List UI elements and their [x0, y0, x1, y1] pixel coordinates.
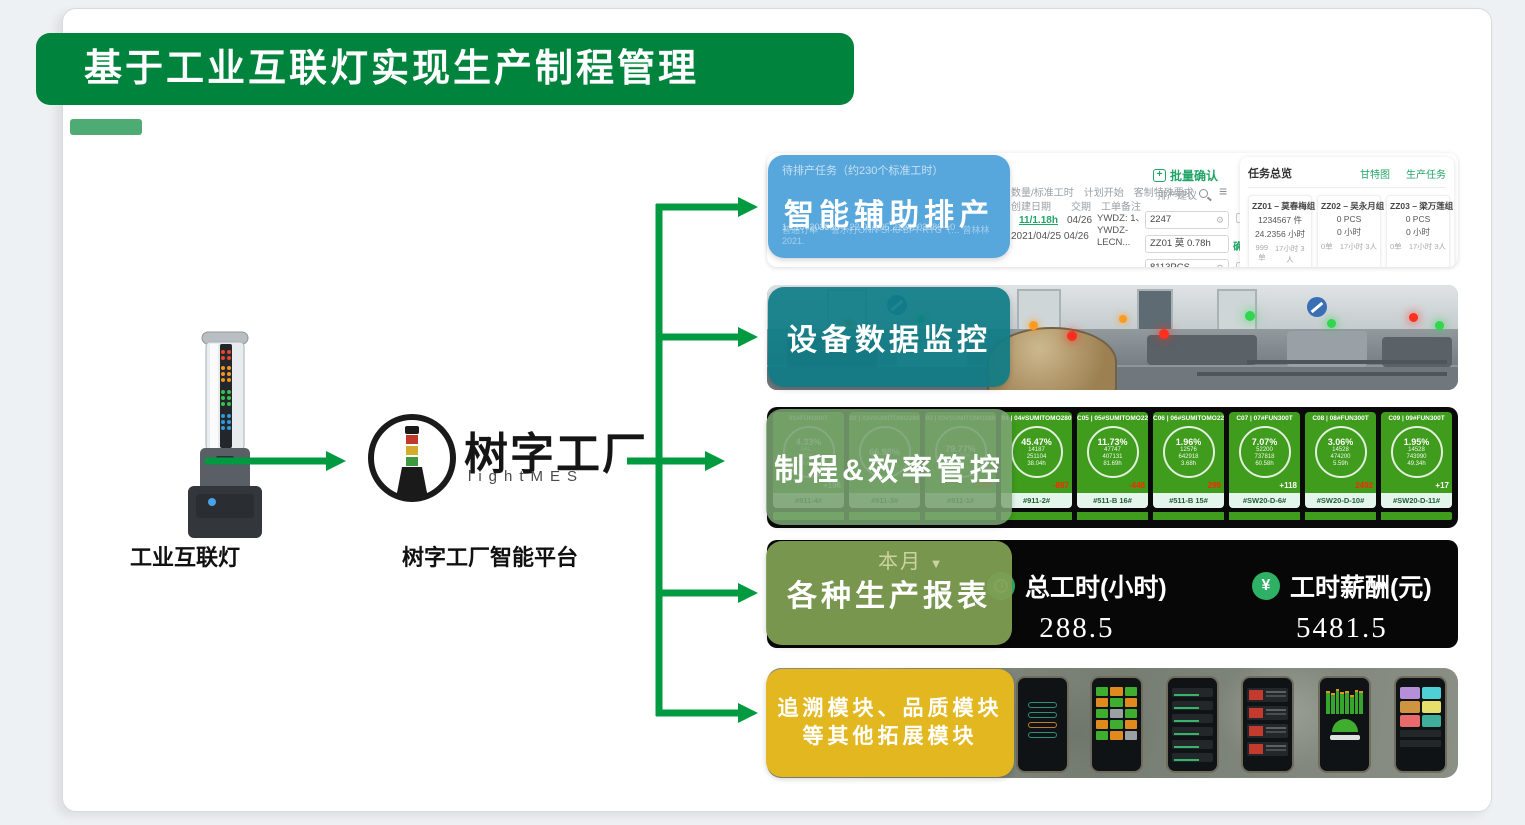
industrial-light-tower-icon [188, 331, 262, 538]
special-requirement: YWDZ: 1、打YWDZ- LECN... [1097, 213, 1155, 248]
lightmes-logo-icon [368, 414, 456, 502]
gear-icon[interactable]: ⚙ [1215, 215, 1224, 225]
yen-icon: ¥ [1252, 572, 1280, 600]
pending-tasks-header: 待排产任务（约230个标准工时） [782, 165, 944, 177]
label-smart-scheduling: 待排产任务（约230个标准工时） 智能辅助排产 1 2104203886 1.2… [768, 155, 1010, 258]
tower-label: 工业互联灯 [129, 545, 240, 570]
safety-sign [1307, 297, 1327, 317]
wage-value: 5481.5 [1295, 612, 1388, 644]
phone-stats-screen [1394, 676, 1447, 773]
label-extension-modules: 追溯模块、品质模块 等其他拓展模块 [766, 669, 1014, 777]
phone-task-list-screen [1166, 676, 1219, 773]
batch-confirm-button[interactable]: + 批量确认 [1152, 167, 1218, 184]
wage-metric: ¥ 工时薪酬(元) 5481.5 [1252, 568, 1432, 645]
label-equipment-monitoring: 设备数据监控 [768, 287, 1010, 387]
period-dropdown[interactable]: 本月 ▼ [878, 551, 945, 573]
search-icon[interactable] [1199, 189, 1208, 198]
gear-icon[interactable]: ⚙ [1216, 260, 1224, 267]
phone-actions-screen [1016, 676, 1069, 773]
batch-confirm-icon: + [1152, 169, 1166, 182]
quantity-input[interactable]: 2247⚙ [1145, 211, 1229, 229]
chevron-down-icon: ▼ [929, 556, 945, 571]
assign-input[interactable]: ZZ01 莫 0.78h [1145, 235, 1229, 253]
label-process-efficiency: 制程&效率管控 [766, 409, 1012, 525]
gantt-link[interactable]: 甘特图 [1360, 169, 1390, 181]
plan-start: 04/26 [1067, 215, 1093, 226]
created-date: 2021/04/25 04/26 [1011, 231, 1089, 242]
quantity-input-2[interactable]: 8113PCS⚙ [1145, 259, 1229, 267]
task-overview-panel: 任务总览 甘特图 生产任务 ZZ01 – 莫春梅组 1234567 件 24.2… [1240, 157, 1454, 267]
phone-status-grid-screen [1090, 676, 1143, 773]
partial-tile-row [773, 512, 1452, 520]
overview-title: 任务总览 [1248, 168, 1292, 180]
production-tasks-link[interactable]: 生产任务 [1406, 169, 1446, 181]
total-hours-metric: 总工时(小时) 288.5 [987, 568, 1167, 645]
platform-label: 树字工厂智能平台 [401, 545, 578, 570]
page-title: 基于工业互联灯实现生产制程管理 [36, 33, 854, 105]
accent-bar [70, 119, 142, 135]
logo-text: 树字工厂 [464, 430, 648, 479]
suggestion-header: 排产建议 [1157, 191, 1197, 202]
phone-inspection-screen [1241, 676, 1294, 773]
phone-chart-screen [1318, 676, 1371, 773]
menu-icon[interactable]: ≡ [1219, 183, 1228, 199]
logo-subtext: lightMES [468, 468, 585, 485]
table-headers: 数量/标准工时 计划开始 客制特殊要求 创建日期 交期 工单备注 [1011, 188, 1194, 213]
hours-link[interactable]: 11/1.18h [1019, 215, 1058, 226]
label-production-reports: 各种生产报表 [766, 541, 1012, 645]
total-hours-value: 288.5 [1039, 612, 1115, 644]
